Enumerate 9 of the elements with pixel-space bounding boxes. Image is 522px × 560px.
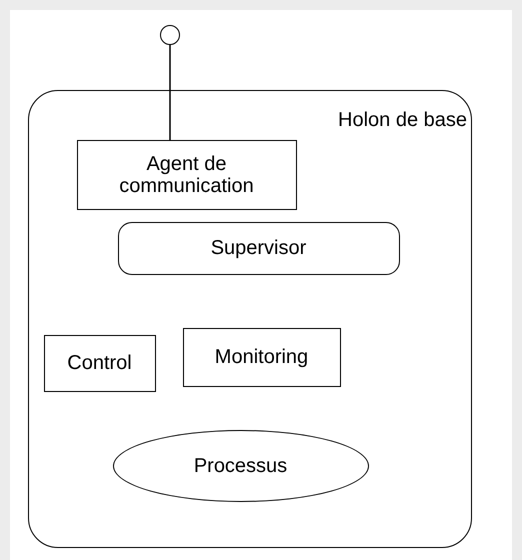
supervisor-box: Supervisor xyxy=(118,222,400,274)
connector-line xyxy=(169,45,171,140)
monitoring-box: Monitoring xyxy=(182,328,340,386)
process-ellipse: Processus xyxy=(112,430,368,502)
agent-box: Agent de communication xyxy=(76,140,296,210)
control-box: Control xyxy=(44,334,156,392)
interface-circle xyxy=(160,25,180,45)
holon-box xyxy=(28,90,472,548)
heading: Holon de base xyxy=(338,109,467,131)
